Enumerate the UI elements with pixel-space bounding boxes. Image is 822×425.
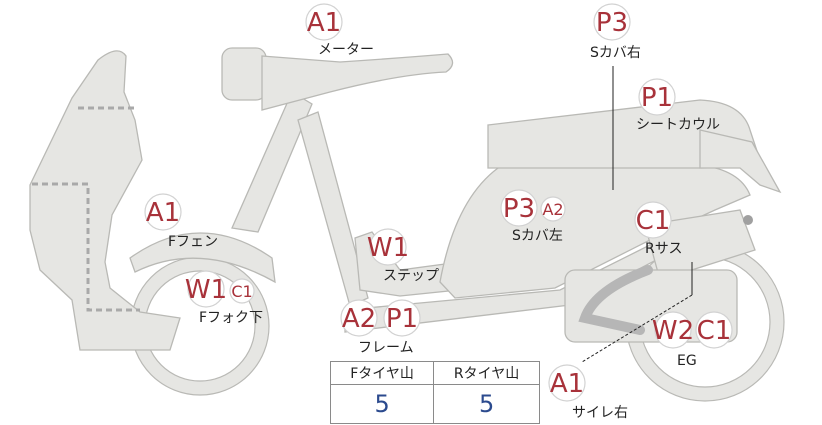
badge-eg: W2 C1 EG <box>652 311 733 369</box>
mark-seat-cowl: P1 <box>641 83 673 113</box>
badge-meter: A1 メーター <box>305 3 374 58</box>
front-fender <box>129 232 276 284</box>
mark-r-suspension: C1 <box>636 206 671 236</box>
badge-r-suspension: C1 Rサス <box>634 201 682 257</box>
mark-meter: A1 <box>307 8 341 38</box>
label-f-fender: Fフェン <box>168 234 218 250</box>
label-eg: EG <box>677 353 697 369</box>
mark-eg-b: C1 <box>697 316 732 346</box>
label-r-suspension: Rサス <box>645 241 682 257</box>
label-seat-cowl: シートカウル <box>636 117 720 133</box>
badge-side-mirror-right: A1 サイレ右 <box>548 364 628 421</box>
mark-side-mirror-right: A1 <box>550 369 584 399</box>
mark-eg-a: W2 <box>652 316 694 346</box>
handlebar <box>261 53 454 111</box>
rear-cowl <box>699 129 782 194</box>
label-f-fork: Fフォク下 <box>199 310 263 326</box>
label-side-mirror-right: サイレ右 <box>572 405 628 421</box>
tread-front-value: 5 <box>329 384 435 424</box>
mark-frame-b: P1 <box>386 304 418 334</box>
badge-s-cover-right: P3 Sカバ右 <box>590 3 641 61</box>
badge-s-cover-left: P3 A2 Sカバ左 <box>500 189 566 244</box>
badge-f-fender: A1 Fフェン <box>144 193 218 250</box>
badge-seat-cowl: P1 シートカウル <box>636 78 720 133</box>
headlight <box>221 47 267 101</box>
front-fork <box>231 91 313 233</box>
rear-shock <box>644 209 756 281</box>
leg-shield <box>29 50 181 351</box>
label-s-cover-left: Sカバ左 <box>512 228 563 244</box>
mark-step: W1 <box>367 233 409 263</box>
label-frame: フレーム <box>358 340 414 356</box>
mark-f-fork-extra: C1 <box>231 282 252 301</box>
badge-f-fork: W1 C1 Fフォク下 <box>185 270 263 326</box>
label-step: ステップ <box>383 268 439 284</box>
tread-rear-header: Rタイヤ山 <box>433 361 540 385</box>
down-tube <box>297 111 369 307</box>
mark-s-cover-right: P3 <box>596 8 628 38</box>
tread-table: Fタイヤ山 Rタイヤ山 5 5 <box>329 361 540 424</box>
label-meter: メーター <box>318 42 374 58</box>
mark-f-fender: A1 <box>146 198 180 228</box>
mark-s-cover-left-extra: A2 <box>542 200 563 219</box>
label-s-cover-right: Sカバ右 <box>590 45 641 61</box>
scooter-silhouette <box>29 47 785 402</box>
leader-side-mirror <box>581 294 693 363</box>
badge-frame: A2 P1 フレーム <box>340 299 421 356</box>
mark-frame-a: A2 <box>342 304 376 334</box>
tread-front-header: Fタイヤ山 <box>329 361 435 385</box>
tread-rear-value: 5 <box>433 384 540 424</box>
badge-step: W1 ステップ <box>367 228 439 284</box>
mark-f-fork: W1 <box>185 275 227 305</box>
mark-s-cover-left: P3 <box>503 194 535 224</box>
